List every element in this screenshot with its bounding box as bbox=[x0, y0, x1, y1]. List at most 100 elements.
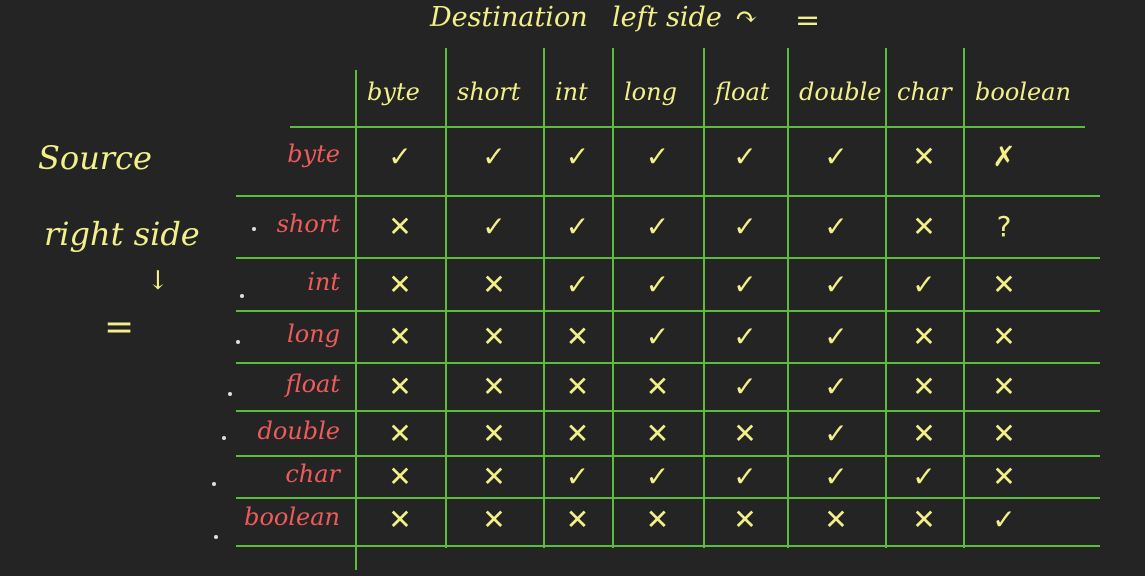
column-header-byte: byte bbox=[367, 78, 420, 106]
grid-row-line bbox=[236, 545, 1100, 547]
cell-byte-to-char: ✕ bbox=[912, 139, 936, 173]
cell-short-to-float: ✓ bbox=[733, 209, 757, 243]
grid-column-line bbox=[787, 48, 789, 548]
cell-byte-to-byte: ✓ bbox=[388, 139, 412, 173]
cell-char-to-double: ✓ bbox=[824, 459, 848, 493]
source-label: Source bbox=[38, 139, 152, 177]
grid-row-line bbox=[236, 310, 1100, 312]
cell-char-to-boolean: ✕ bbox=[992, 459, 1016, 493]
grid-column-line bbox=[543, 48, 545, 548]
cell-char-to-int: ✓ bbox=[565, 459, 590, 493]
cell-float-to-byte: ✕ bbox=[388, 369, 412, 403]
row-dot bbox=[240, 294, 244, 298]
grid-row-line bbox=[236, 455, 1100, 457]
cell-int-to-double: ✓ bbox=[824, 267, 848, 301]
cell-double-to-boolean: ✕ bbox=[992, 416, 1016, 450]
grid-row-line bbox=[236, 195, 1100, 197]
cell-int-to-short: ✕ bbox=[482, 267, 506, 301]
cell-double-to-int: ✕ bbox=[565, 416, 590, 450]
cell-char-to-char: ✓ bbox=[912, 459, 936, 493]
cell-byte-to-short: ✓ bbox=[482, 139, 506, 173]
cell-short-to-short: ✓ bbox=[482, 209, 506, 243]
column-header-float: float bbox=[715, 78, 770, 106]
row-dot bbox=[236, 340, 240, 344]
cell-short-to-long: ✓ bbox=[645, 209, 670, 243]
cell-boolean-to-short: ✕ bbox=[482, 502, 506, 536]
cell-boolean-to-byte: ✕ bbox=[388, 502, 412, 536]
cell-char-to-float: ✓ bbox=[733, 459, 757, 493]
cell-int-to-float: ✓ bbox=[733, 267, 757, 301]
cell-byte-to-float: ✓ bbox=[733, 139, 757, 173]
row-dot bbox=[252, 227, 256, 231]
row-header-float: float bbox=[285, 370, 340, 398]
row-header-byte: byte bbox=[287, 140, 340, 168]
cell-int-to-int: ✓ bbox=[565, 267, 590, 301]
cell-boolean-to-int: ✕ bbox=[565, 502, 590, 536]
cell-float-to-boolean: ✕ bbox=[992, 369, 1016, 403]
grid-row-line bbox=[290, 126, 1085, 128]
curved-arrow-icon: ↷ bbox=[735, 2, 758, 33]
cell-long-to-long: ✓ bbox=[645, 319, 670, 353]
cell-double-to-short: ✕ bbox=[482, 416, 506, 450]
cell-long-to-int: ✕ bbox=[565, 319, 590, 353]
cell-boolean-to-long: ✕ bbox=[645, 502, 670, 536]
row-dot bbox=[228, 392, 232, 396]
right-side-label: right side bbox=[44, 215, 200, 253]
cell-double-to-byte: ✕ bbox=[388, 416, 412, 450]
cell-float-to-int: ✕ bbox=[565, 369, 590, 403]
cell-byte-to-long: ✓ bbox=[645, 139, 670, 173]
cell-long-to-char: ✕ bbox=[912, 319, 936, 353]
row-header-long: long bbox=[287, 320, 340, 348]
cell-char-to-long: ✓ bbox=[645, 459, 670, 493]
column-header-char: char bbox=[897, 78, 952, 106]
cell-float-to-double: ✓ bbox=[824, 369, 848, 403]
cell-short-to-byte: ✕ bbox=[388, 209, 412, 243]
cell-long-to-double: ✓ bbox=[824, 319, 848, 353]
row-header-int: int bbox=[307, 268, 340, 296]
cell-boolean-to-boolean: ✓ bbox=[992, 502, 1016, 536]
grid-row-line bbox=[236, 410, 1100, 412]
row-header-short: short bbox=[276, 210, 340, 238]
source-equals: = bbox=[104, 307, 135, 348]
cell-long-to-byte: ✕ bbox=[388, 319, 412, 353]
cell-int-to-long: ✓ bbox=[645, 267, 670, 301]
row-header-char: char bbox=[285, 460, 340, 488]
grid-row-line bbox=[236, 362, 1100, 364]
grid-column-line bbox=[703, 48, 705, 548]
grid-column-line bbox=[885, 48, 887, 548]
title-equals: = bbox=[795, 3, 821, 38]
cell-float-to-float: ✓ bbox=[733, 369, 757, 403]
cell-int-to-char: ✓ bbox=[912, 267, 936, 301]
cell-int-to-boolean: ✕ bbox=[992, 267, 1016, 301]
row-header-boolean: boolean bbox=[244, 503, 340, 531]
row-dot bbox=[222, 436, 226, 440]
column-header-double: double bbox=[799, 78, 882, 106]
cell-boolean-to-float: ✕ bbox=[733, 502, 757, 536]
row-header-double: double bbox=[257, 417, 340, 445]
column-header-long: long bbox=[624, 78, 677, 106]
cell-short-to-boolean: ? bbox=[996, 209, 1012, 243]
cell-float-to-short: ✕ bbox=[482, 369, 506, 403]
title-destination: Destination bbox=[430, 2, 588, 33]
cell-double-to-float: ✕ bbox=[733, 416, 757, 450]
down-arrow-icon: ↓ bbox=[147, 266, 169, 296]
cell-long-to-float: ✓ bbox=[733, 319, 757, 353]
column-header-boolean: boolean bbox=[975, 78, 1071, 106]
cell-char-to-byte: ✕ bbox=[388, 459, 412, 493]
cell-short-to-double: ✓ bbox=[824, 209, 848, 243]
cell-char-to-short: ✕ bbox=[482, 459, 506, 493]
column-header-short: short bbox=[457, 78, 521, 106]
grid-row-line bbox=[236, 257, 1100, 259]
grid-column-line bbox=[963, 48, 965, 548]
title-left-side: left side bbox=[612, 2, 722, 33]
cell-float-to-char: ✕ bbox=[912, 369, 936, 403]
cell-double-to-char: ✕ bbox=[912, 416, 936, 450]
cell-boolean-to-char: ✕ bbox=[912, 502, 936, 536]
cell-float-to-long: ✕ bbox=[645, 369, 670, 403]
row-dot bbox=[214, 535, 218, 539]
grid-row-line bbox=[236, 497, 1100, 499]
cell-double-to-double: ✓ bbox=[824, 416, 848, 450]
row-dot bbox=[212, 482, 216, 486]
cell-long-to-boolean: ✕ bbox=[992, 319, 1016, 353]
cell-byte-to-double: ✓ bbox=[824, 139, 848, 173]
